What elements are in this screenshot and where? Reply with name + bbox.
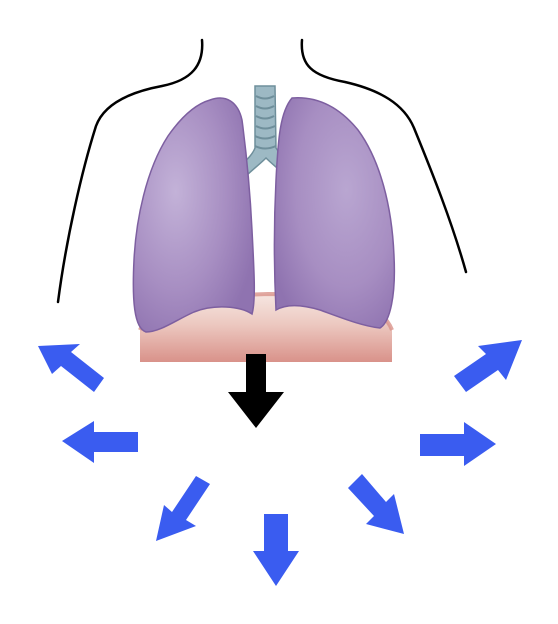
trachea-rings: [254, 95, 277, 150]
left-lung: [132, 97, 256, 333]
expansion-arrows: [38, 340, 522, 586]
arrow-down-icon: [253, 514, 299, 586]
arrow-down-right-icon: [348, 474, 404, 534]
left-body-outline: [56, 38, 204, 304]
arrow-down-left-icon: [156, 476, 210, 541]
diaphragm-down-arrow: [228, 354, 284, 428]
body-outline: [56, 38, 468, 304]
arrow-up-left-icon: [38, 344, 104, 392]
arrow-up-right-icon: [454, 340, 522, 392]
arrow-right-icon: [420, 422, 496, 466]
arrow-left-icon: [62, 421, 138, 463]
right-lung: [273, 97, 396, 329]
right-body-outline: [300, 38, 468, 274]
